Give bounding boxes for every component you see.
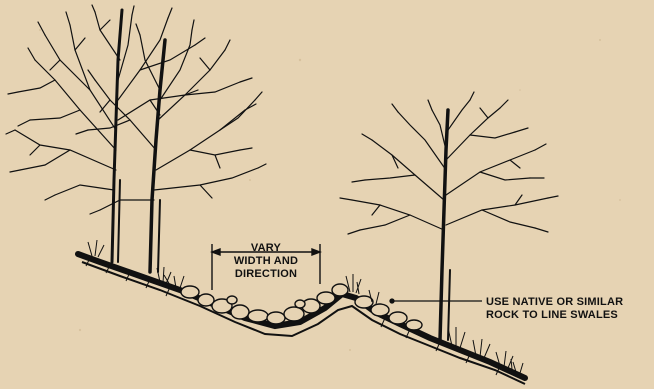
rock-label-line-1: USE NATIVE OR SIMILAR <box>486 296 623 309</box>
vary-label-line-1: VARY <box>212 242 320 255</box>
vary-label-line-2: WIDTH AND <box>212 255 320 268</box>
left-tree-back <box>6 5 205 262</box>
rock-leader-line <box>390 299 482 303</box>
vary-label-line-3: DIRECTION <box>212 268 320 281</box>
native-rock-label: USE NATIVE OR SIMILAR ROCK TO LINE SWALE… <box>486 296 623 322</box>
vary-width-direction-label: VARY WIDTH AND DIRECTION <box>212 242 320 281</box>
left-tree-front <box>76 20 266 272</box>
rock-label-line-2: ROCK TO LINE SWALES <box>486 309 623 322</box>
